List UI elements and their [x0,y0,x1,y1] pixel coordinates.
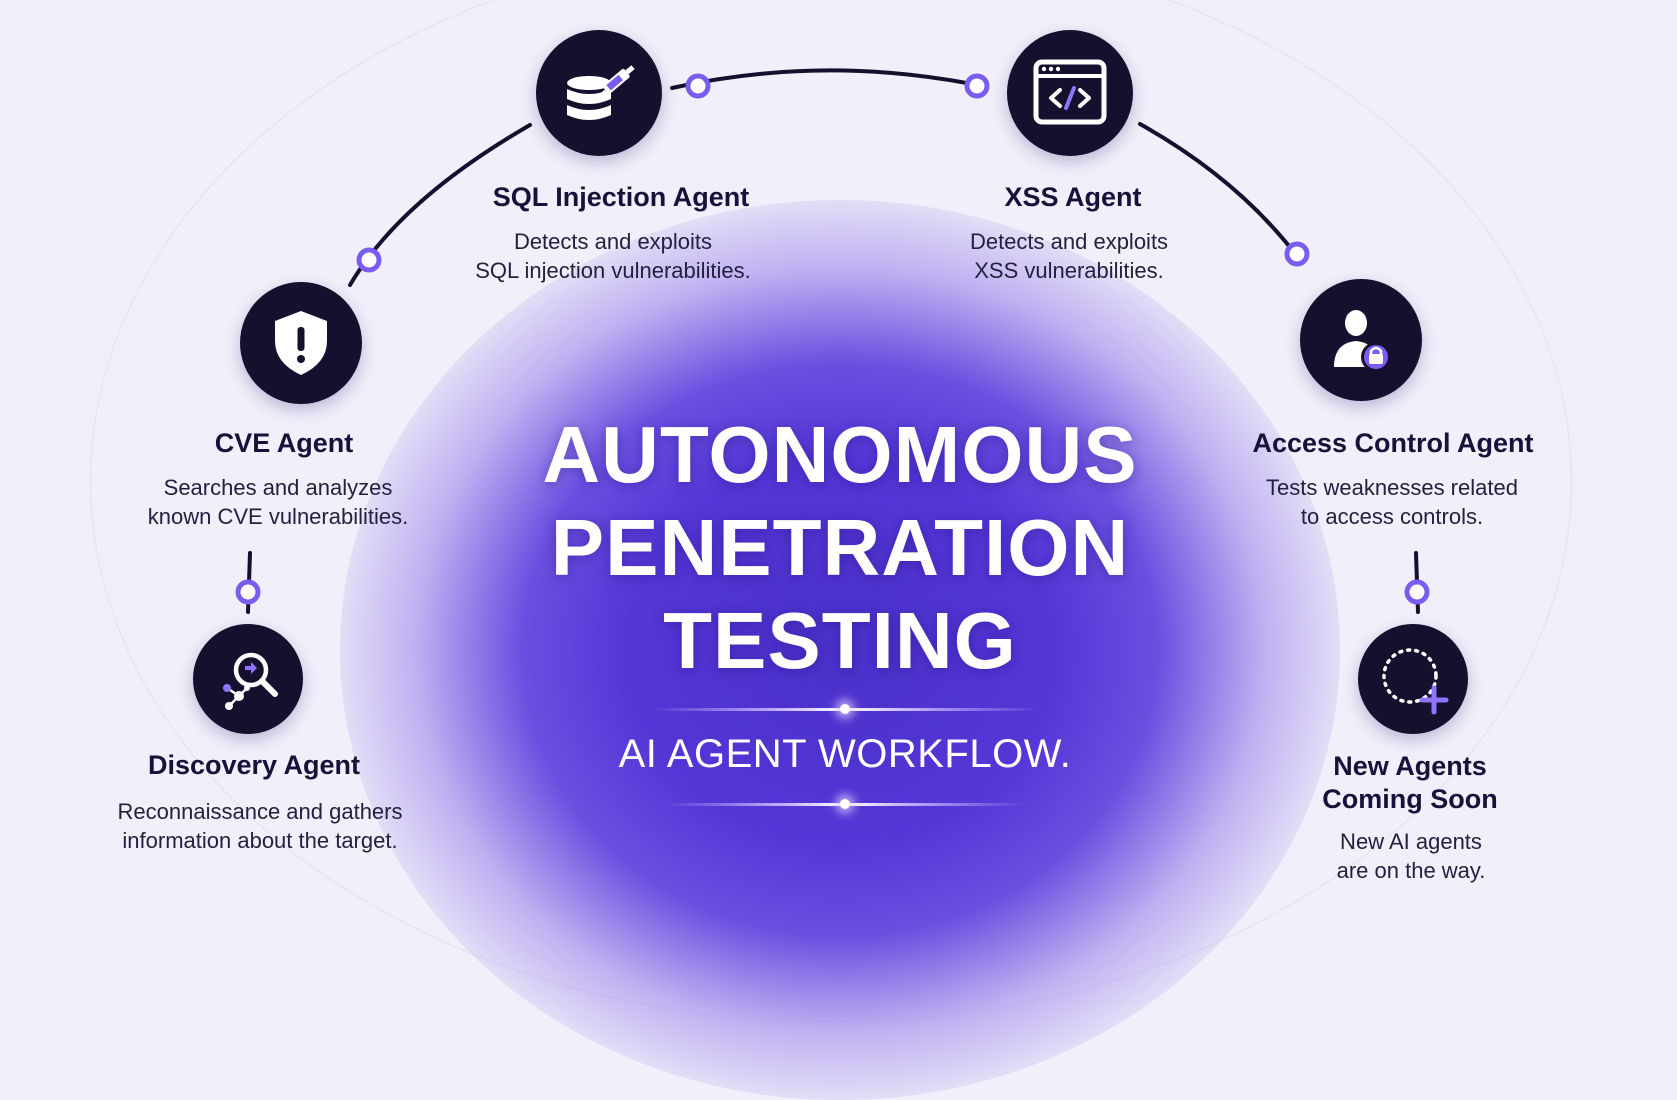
dotted-circle-plus-icon [1382,648,1449,715]
bottom-beam-dot [840,799,850,809]
magnifier-network-icon [223,652,278,710]
headline-line-3: TESTING [663,596,1017,685]
access-control-agent-description: Tests weaknesses related to access contr… [1266,475,1518,529]
main-headline: AUTONOMOUS PENETRATION TESTING [542,408,1137,687]
connector-dot [685,73,711,99]
top-beam-dot [840,704,850,714]
user-lock-icon [1334,310,1391,372]
new-agents-description: New AI agents are on the way. [1336,829,1486,883]
shield-alert-icon [275,311,327,375]
discovery-agent-node [193,624,303,734]
cve-agent-description: Searches and analyzes known CVE vulnerab… [147,475,409,529]
sql-injection-agent-node [536,30,662,156]
sql-injection-agent-title: SQL Injection Agent [492,182,750,212]
workflow-diagram: SQL Injection Agent Detects and exploits… [90,0,1572,1100]
subtitle: AI AGENT WORKFLOW. [618,732,1072,776]
cve-agent-node [240,282,362,404]
database-syringe-icon [567,65,635,120]
headline-line-1: AUTONOMOUS [542,410,1138,499]
access-control-agent-node [1300,279,1422,401]
arc-sql-xss [670,68,974,90]
xss-agent-node [1007,30,1133,156]
headline-line-2: PENETRATION [550,503,1130,592]
access-control-agent-title: Access Control Agent [1252,428,1534,458]
xss-agent-title: XSS Agent [1004,182,1142,212]
connector-lines [235,68,1430,614]
connector-dot [235,579,261,605]
cve-agent-title: CVE Agent [214,428,354,458]
new-agents-title: New Agents Coming Soon [1322,751,1498,814]
connector-dot [356,247,382,273]
connector-dot [1404,579,1430,605]
arc-xss-access [1138,122,1302,262]
xss-agent-description: Detects and exploits XSS vulnerabilities… [969,229,1169,283]
sql-injection-agent-description: Detects and exploits SQL injection vulne… [475,229,751,283]
discovery-agent-title: Discovery Agent [147,750,361,780]
connector-dot [964,73,990,99]
code-window-icon [1033,59,1107,125]
connector-dot [1284,241,1310,267]
new-agents-node [1358,624,1468,734]
discovery-agent-description: Reconnaissance and gathers information a… [117,799,403,853]
